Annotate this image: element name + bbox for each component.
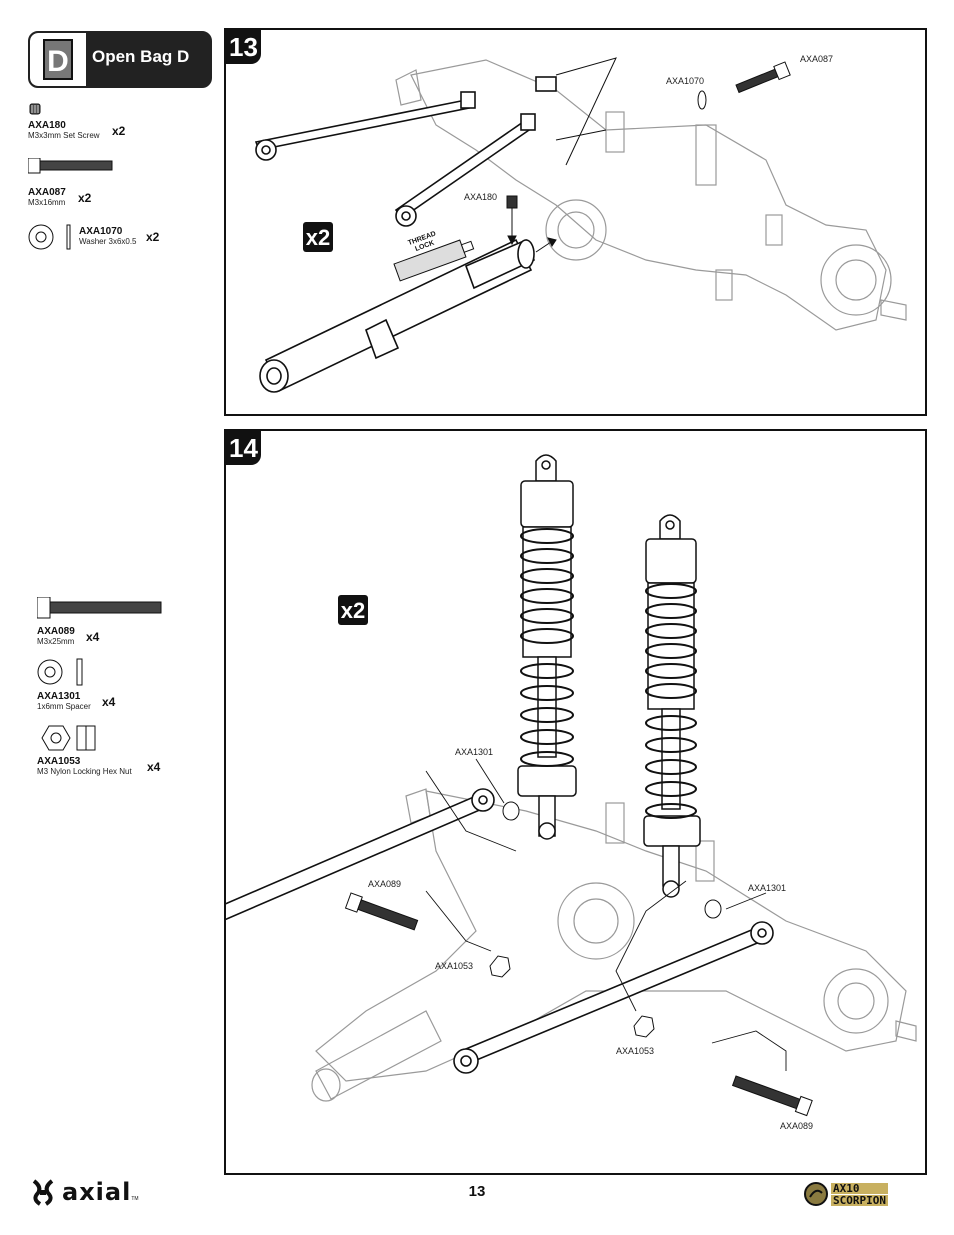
ax10-scorpion-logo: AX10 SCORPION <box>803 1180 927 1208</box>
axial-logo-text: axial <box>62 1178 132 1206</box>
step-number: 13 <box>226 30 261 64</box>
part-desc: 1x6mm Spacer <box>37 702 91 711</box>
callout-label: AXA1053 <box>616 1046 655 1056</box>
callout-label: AXA1070 <box>666 76 705 86</box>
step-14-panel: 14 x2 <box>224 429 927 1175</box>
scorpion-icon <box>804 1182 828 1206</box>
part-set-screw-icon <box>29 103 41 115</box>
callout-label: AXA1053 <box>435 961 474 971</box>
part-desc: Washer 3x6x0.5 <box>79 237 137 246</box>
bolt-icon <box>37 597 163 619</box>
part-qty: x2 <box>78 191 92 205</box>
part-item: AXA1301 1x6mm Spacer <box>37 691 91 711</box>
part-qty: x4 <box>86 630 100 644</box>
bag-letter: D <box>43 39 73 80</box>
multiplier-badge: x2 <box>338 595 368 625</box>
part-code: AXA087 <box>28 187 66 198</box>
part-qty: x4 <box>147 760 161 774</box>
part-qty: x4 <box>102 695 116 709</box>
part-desc: M3x25mm <box>37 637 75 646</box>
axial-logo: axial TM <box>28 1177 139 1207</box>
ax10-scorpion-text: AX10 SCORPION <box>831 1182 888 1207</box>
spacer-icon <box>37 658 87 686</box>
part-code: AXA1301 <box>37 691 81 702</box>
part-desc: M3x16mm <box>28 198 66 207</box>
scorpion-text: SCORPION <box>831 1193 888 1207</box>
part-desc: M3x3mm Set Screw <box>28 131 100 140</box>
page-number: 13 <box>468 1183 486 1200</box>
part-item: AXA1053 M3 Nylon Locking Hex Nut <box>37 756 132 776</box>
part-item: AXA087 M3x16mm <box>28 187 66 207</box>
part-code: AXA1070 <box>79 226 123 237</box>
part-desc: M3 Nylon Locking Hex Nut <box>37 767 132 776</box>
part-qty: x2 <box>146 230 160 244</box>
step-13-panel: 13 x2 <box>224 28 927 416</box>
callout-label: AXA1301 <box>748 883 787 893</box>
bag-header: D Open Bag D <box>28 31 212 88</box>
callout-label: AXA089 <box>780 1121 814 1131</box>
trademark: TM <box>131 1196 139 1202</box>
bolt-icon <box>28 158 114 174</box>
part-code: AXA1053 <box>37 756 81 767</box>
part-item: AXA180 M3x3mm Set Screw <box>28 120 100 140</box>
step-14-illustration <box>226 454 917 1117</box>
bag-letter-box: D <box>30 33 86 86</box>
step-number: 14 <box>226 431 261 465</box>
step-13-illustration <box>254 57 907 393</box>
callout-label: AXA1301 <box>455 747 494 757</box>
callout-label: AXA180 <box>464 192 498 202</box>
part-qty: x2 <box>112 124 126 138</box>
callout-label: AXA089 <box>368 879 402 889</box>
washer-icon <box>28 224 76 250</box>
part-code: AXA180 <box>28 120 66 131</box>
bag-title: Open Bag D <box>92 47 190 66</box>
part-item: AXA089 M3x25mm <box>37 626 75 646</box>
ax10-text: AX10 <box>831 1182 888 1194</box>
callout-label: AXA087 <box>800 54 834 64</box>
multiplier-badge: x2 <box>303 222 333 252</box>
axial-logo-icon <box>32 1179 54 1206</box>
hex-nut-icon <box>36 723 98 753</box>
part-item: AXA1070 Washer 3x6x0.5 <box>79 226 137 246</box>
part-code: AXA089 <box>37 626 75 637</box>
